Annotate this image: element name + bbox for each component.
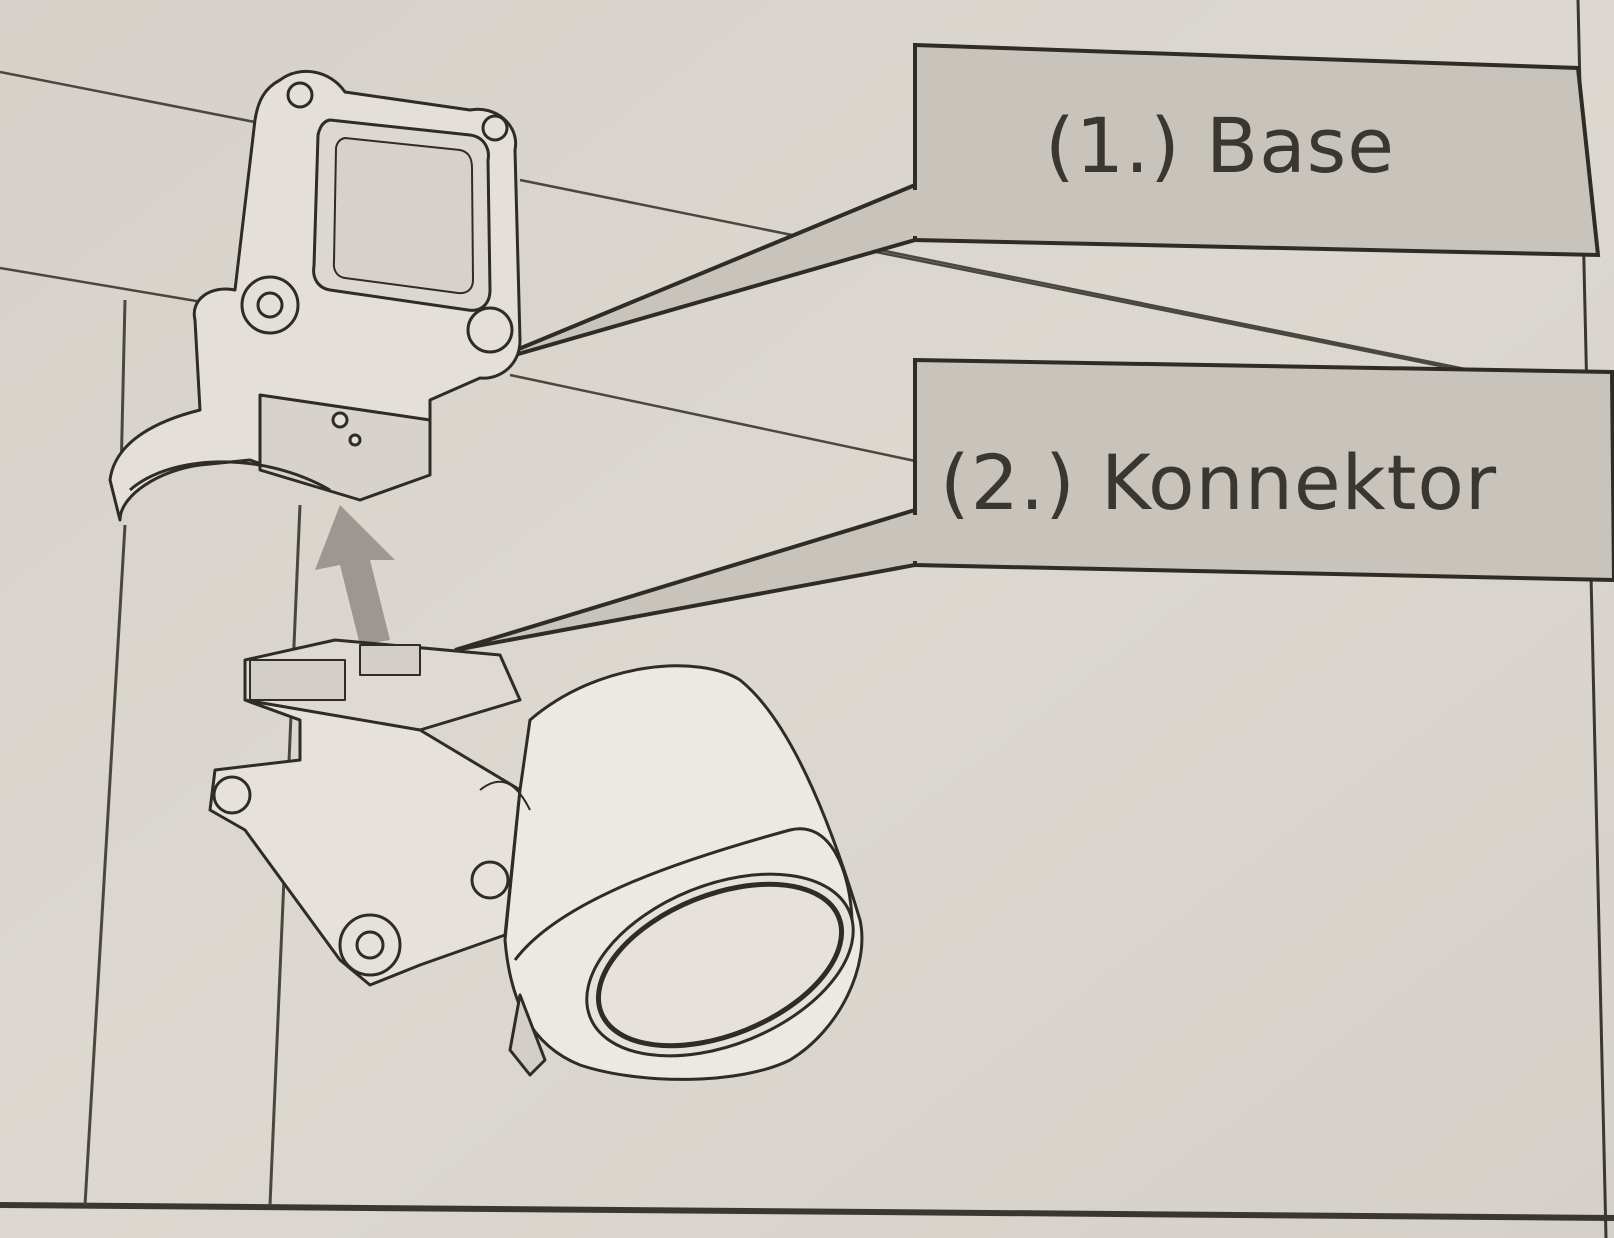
handlebar: [0, 70, 1471, 464]
insert-arrow: [315, 505, 395, 645]
connector-with-light: [208, 638, 864, 1081]
frame-bottom-line: [0, 1202, 1614, 1221]
callout-connector: [454, 357, 1614, 652]
label-connector: (2.) Konnektor: [940, 438, 1498, 527]
label-base: (1.) Base: [1045, 101, 1396, 190]
callout-base: [479, 42, 1601, 367]
base-mount: [108, 69, 522, 522]
